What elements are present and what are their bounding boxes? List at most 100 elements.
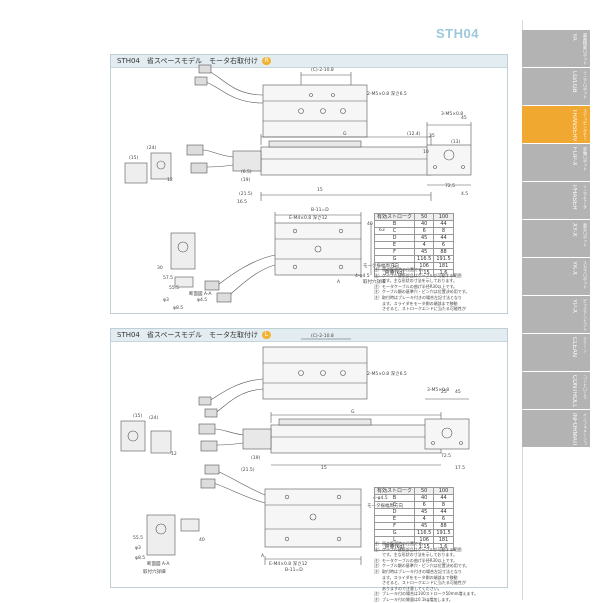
cable-side-1	[202, 149, 234, 158]
dimension-label: φ4.5	[197, 297, 207, 303]
tab-label: YP-X	[571, 299, 577, 314]
model-code: STH04	[436, 26, 479, 41]
dimension-label: (6.5)	[241, 169, 252, 175]
spec-cell: 88	[433, 522, 454, 530]
tab-sublabel: インフォメーション	[583, 413, 588, 445]
dimension-label: 取付穴詳細	[363, 278, 386, 285]
spec-cell: 88	[433, 248, 454, 256]
dimension-label: G	[343, 131, 347, 137]
spec-header-cell: 有効ストローク	[373, 487, 416, 495]
dimension-label: 40	[367, 221, 373, 227]
spec-cell: E	[373, 241, 416, 249]
spec-cell: 4	[414, 515, 435, 523]
dimension-label: φ8.5	[173, 305, 183, 311]
dimension-label: 2-M5×0.8 深さ6.5	[367, 370, 407, 377]
dimension-label: (15)	[133, 413, 142, 419]
tab-sublabel: コントローラ	[583, 375, 588, 399]
note-item: 注）ブレーキ付の質量は0.1kg増加します。	[374, 596, 453, 602]
spec-header-cell: 50	[414, 487, 435, 495]
note-item: 注）取付時はブレーキ付きの場合左記寸法となり	[374, 294, 462, 300]
dimension-label: 4.5	[461, 191, 468, 197]
spec-cell: G	[373, 255, 416, 263]
spec-header-row: 有効ストローク 50 100	[373, 487, 454, 495]
spec-header-row: 有効ストローク 50 100	[373, 213, 454, 221]
note-item: 注）ケーブル類の基準穴・ピン穴は位置決め用です。	[374, 289, 470, 295]
dimension-label: 25	[429, 133, 435, 139]
note-item: です。主な形状の寸法を示しております。	[374, 278, 457, 284]
tab-sublabel: リニアロボット	[583, 71, 588, 99]
dimension-label: 40	[199, 537, 205, 543]
spec-header-cell: 100	[433, 487, 454, 495]
cable-lower-2	[212, 482, 266, 504]
note-item: ます。スライダをモータ側の端部まで移動	[374, 300, 458, 306]
note-item: 注）原点復帰時の位置です。	[374, 267, 426, 272]
spec-cell: F	[373, 522, 416, 530]
dimension-label: 25	[441, 389, 447, 395]
dimension-label: φ8.5	[135, 555, 145, 561]
dimension-label: E-M4×0.8 深さ12	[289, 214, 327, 221]
dimension-label: (12.4)	[407, 131, 421, 137]
spec-cell: 45	[414, 248, 435, 256]
orientation-badge: R	[262, 57, 272, 65]
dimension-label: φ3	[163, 297, 169, 303]
dimension-label: (19)	[251, 455, 260, 461]
spec-cell: 6	[414, 227, 435, 235]
tab-label: TRANSERVO	[571, 109, 577, 141]
tab-sublabel: 直交ロボット	[583, 223, 588, 247]
motor-block	[242, 428, 272, 450]
spec-cell: 40	[414, 220, 435, 228]
connector-view	[120, 420, 146, 452]
cross-section-a	[146, 514, 176, 556]
cable-lower-1	[216, 470, 266, 496]
dimension-label: 45	[455, 389, 461, 395]
tab-controller[interactable]: CONTROLLER コントローラ	[522, 372, 590, 409]
dimension-label: 12	[171, 451, 177, 457]
panel-title-text: STH04 省スペースモデル モータ左取付け	[117, 331, 259, 339]
spec-header-cell: 50	[414, 213, 435, 221]
cable-upper-1	[205, 69, 264, 96]
tab-label: FLIP-X	[571, 147, 577, 166]
dimension-label: 55.5	[169, 285, 179, 291]
note-item: です。主な形状の寸法を示しております。	[374, 552, 457, 558]
dimension-label: (C)-2-10.8	[311, 67, 334, 73]
tab-label: CONTROLLER	[571, 375, 577, 407]
dimension-label: 30	[157, 265, 163, 271]
tab-label: CLEAN	[571, 337, 577, 358]
cable-upper-2	[202, 80, 264, 104]
dimension-label: 取付穴詳細	[143, 568, 166, 575]
dimension-label: A	[261, 553, 265, 559]
spec-cell: 44	[433, 234, 454, 242]
note-item: ありますので注意してください。	[374, 585, 442, 591]
spec-cell: E	[373, 515, 416, 523]
dimension-label: G	[351, 409, 355, 415]
spec-cell: 6	[433, 241, 454, 249]
dimension-label: (13)	[451, 139, 460, 145]
spec-cell: 45	[414, 234, 435, 242]
notes-block: 注）原点復帰時の位置です。 注）ケーブル接続部品はケーブルが可動する範囲 です。…	[374, 541, 499, 603]
dimension-label: (21.5)	[241, 467, 255, 473]
dimension-label: φ3	[135, 545, 141, 551]
spec-cell: D	[373, 234, 416, 242]
spec-cell: B	[373, 220, 416, 228]
actuator-top-view	[262, 346, 368, 400]
note-item: させると、ストロークエンドに当たる可能性が	[374, 306, 466, 312]
spec-cell: 45	[414, 522, 435, 530]
dimension-label: 4-φ4.5	[355, 273, 370, 279]
tab-sublabel: リニアモータ	[583, 185, 588, 209]
